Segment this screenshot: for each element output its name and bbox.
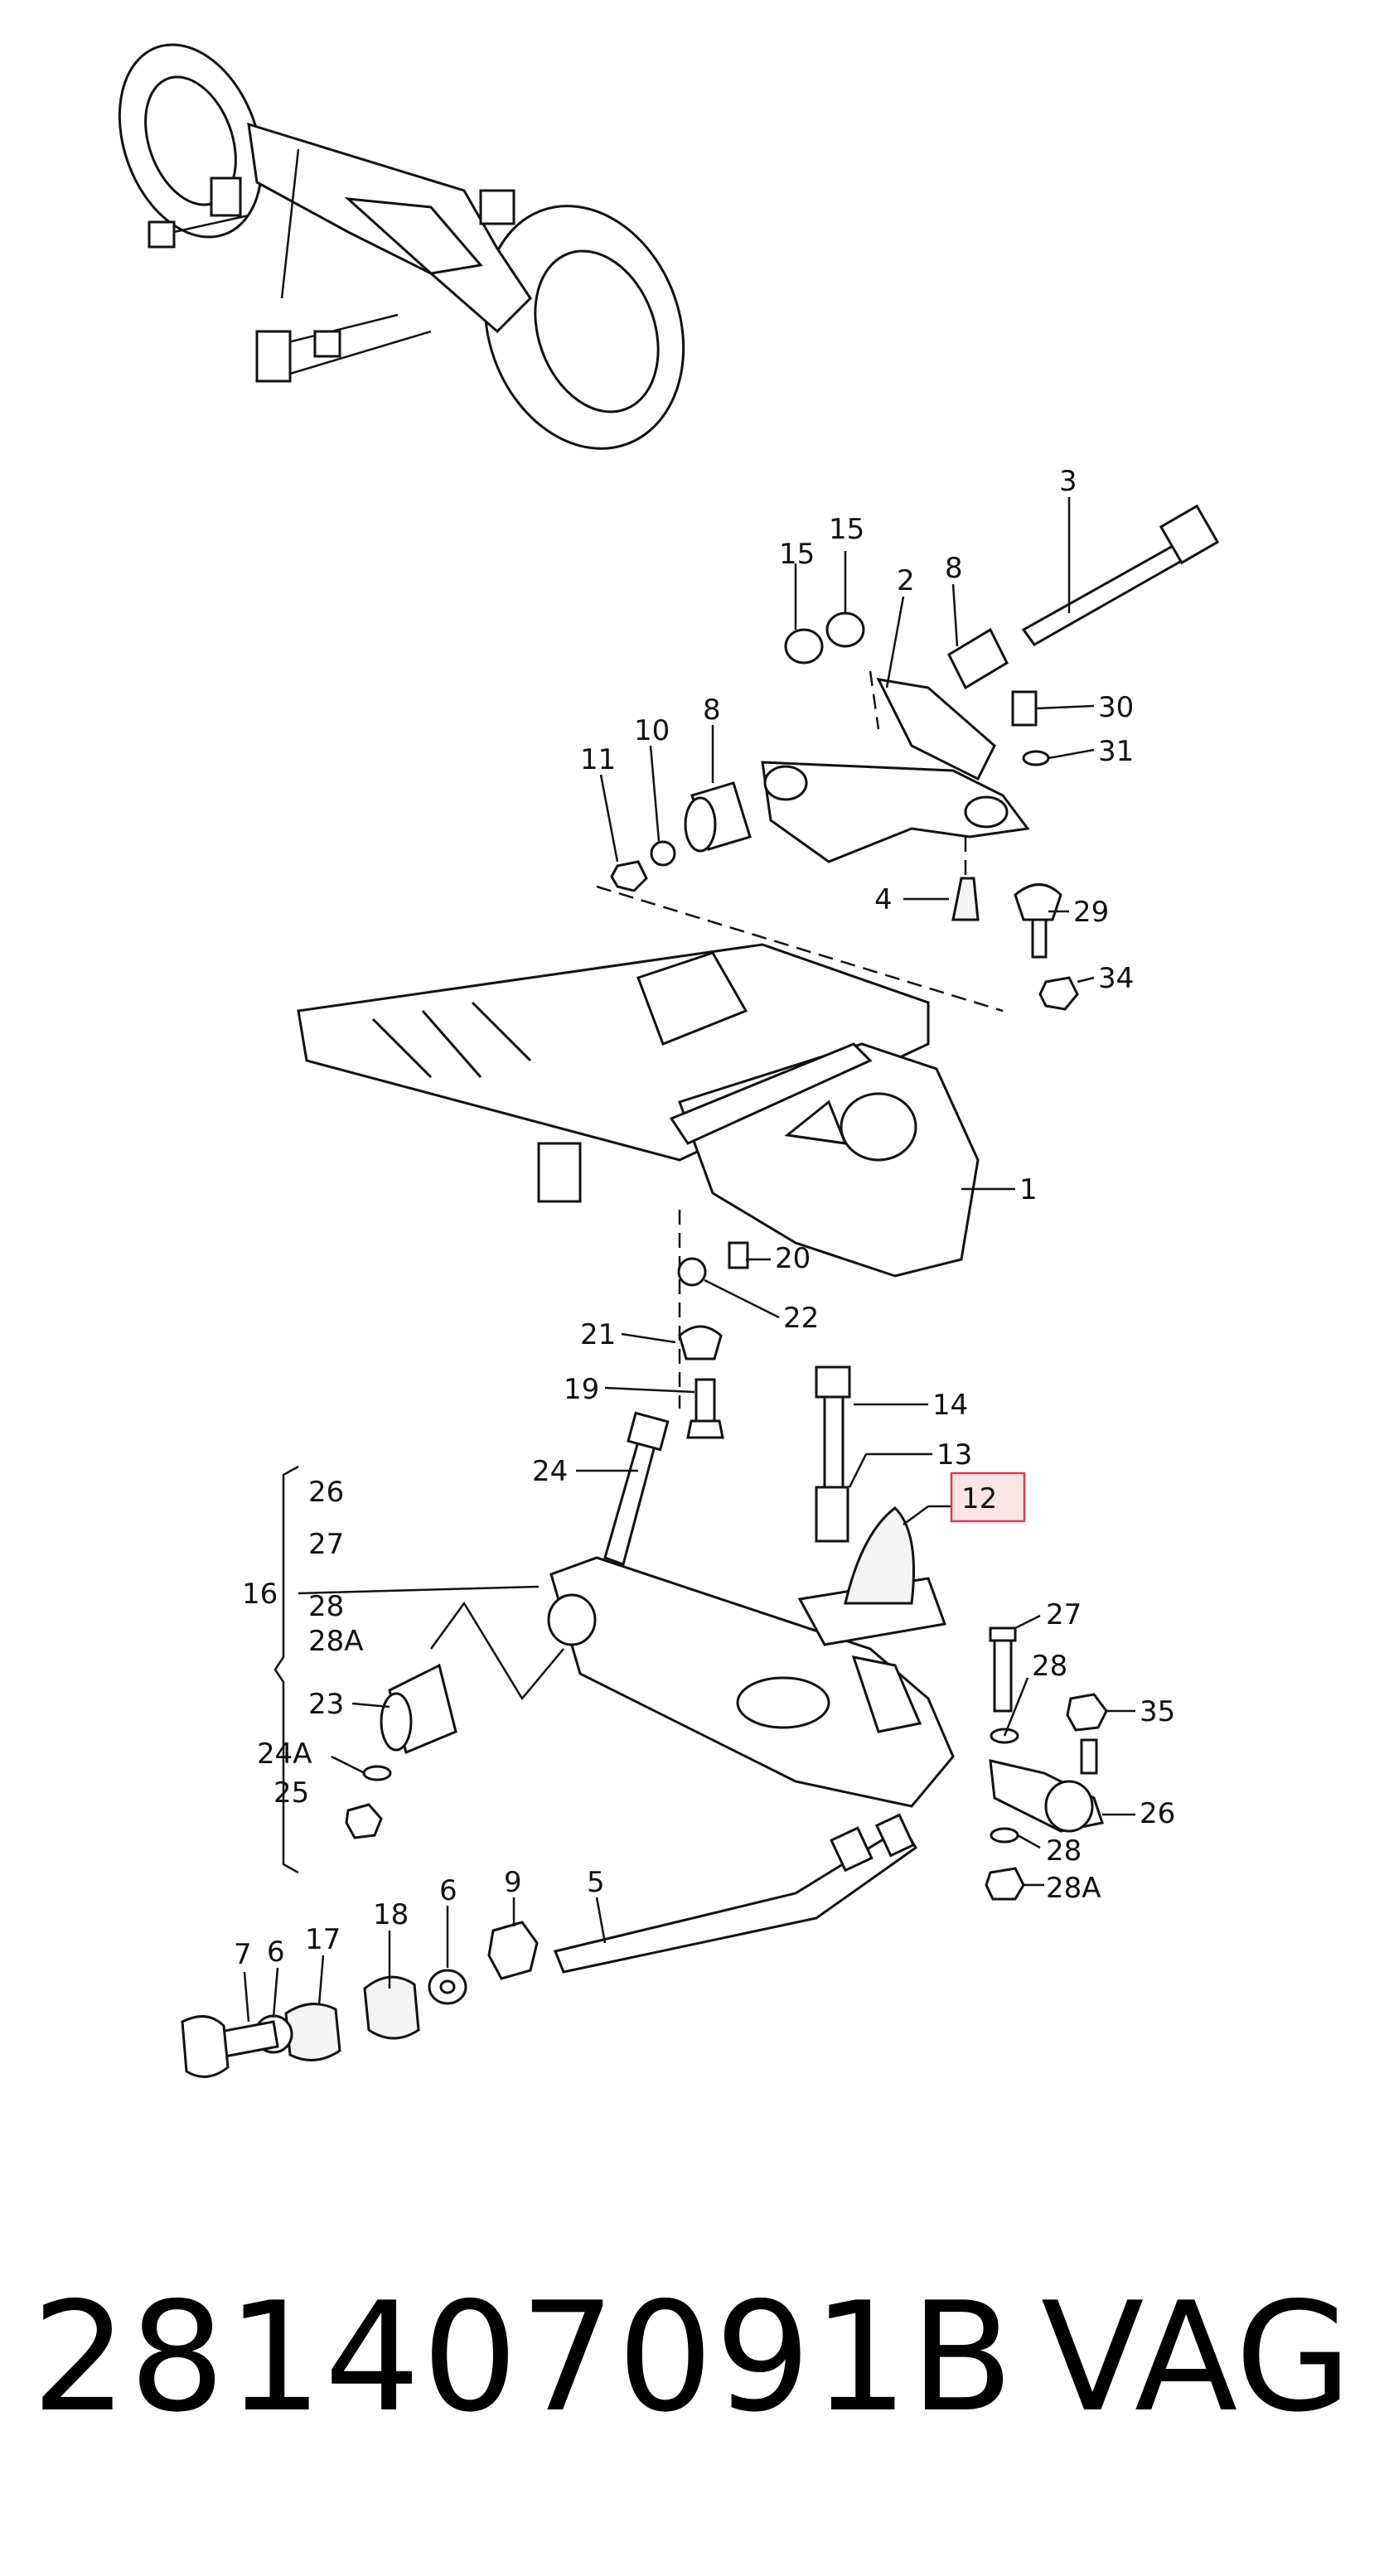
callout-22: 22: [783, 1302, 819, 1335]
highlight-box-12: [950, 1472, 1026, 1523]
brand-name: VAG: [1041, 2269, 1353, 2445]
subframe-crossmember: [297, 943, 980, 1278]
part-footer: 281407091B VAG: [31, 2274, 1374, 2440]
callout-14: 14: [932, 1389, 968, 1422]
callout-27: 27: [308, 1528, 344, 1561]
callout-9: 9: [504, 1866, 522, 1899]
callout-21: 21: [580, 1318, 616, 1351]
callout-11: 11: [580, 743, 616, 776]
callout-19: 19: [564, 1373, 599, 1406]
callout-7: 7: [234, 1938, 252, 1971]
callout-16: 16: [242, 1578, 278, 1611]
callout-26: 26: [1140, 1797, 1175, 1830]
callout-28: 28: [308, 1590, 344, 1623]
lower-arm-group: [273, 1365, 955, 1874]
callout-18: 18: [373, 1898, 409, 1931]
callout-31: 31: [1098, 735, 1134, 768]
part-number: 281407091B: [31, 2269, 1016, 2445]
callout-24: 24: [532, 1455, 568, 1488]
callout-28A: 28A: [1046, 1872, 1101, 1905]
axle-overview-illustration: [118, 43, 685, 450]
callout-4: 4: [874, 883, 893, 916]
callout-28: 28: [1032, 1650, 1067, 1683]
callout-23: 23: [308, 1688, 344, 1721]
callout-1: 1: [1019, 1173, 1038, 1206]
callout-15: 15: [829, 513, 864, 546]
callout-34: 34: [1098, 962, 1134, 995]
callout-24A: 24A: [257, 1737, 312, 1771]
ball-joint-group: [985, 1626, 1108, 1901]
callout-25: 25: [273, 1776, 309, 1810]
callout-26: 26: [308, 1476, 344, 1509]
tension-strut-group: [181, 1813, 918, 2078]
callout-27: 27: [1046, 1598, 1082, 1631]
leader-lines: [243, 497, 1135, 2023]
callout-30: 30: [1098, 691, 1134, 724]
callout-28A: 28A: [308, 1625, 364, 1658]
callout-6: 6: [439, 1874, 457, 1907]
callout-28: 28: [1046, 1834, 1082, 1868]
callout-13: 13: [936, 1438, 972, 1472]
callout-8: 8: [703, 694, 721, 727]
callout-3: 3: [1059, 465, 1077, 498]
callout-17: 17: [305, 1923, 341, 1956]
callout-10: 10: [634, 714, 670, 747]
upper-arm-group: [596, 504, 1220, 1013]
callout-12: 12: [961, 1482, 997, 1515]
fasteners-19-22: [677, 1210, 749, 1439]
callout-15: 15: [779, 538, 815, 571]
callout-labels: 3 15 15 2 8 30 31 10 8 11 4 29 34 1 20 2…: [234, 465, 1175, 1971]
callout-2: 2: [897, 564, 915, 597]
callout-29: 29: [1073, 896, 1109, 929]
callout-5: 5: [587, 1866, 605, 1899]
callout-35: 35: [1140, 1695, 1175, 1728]
callout-8: 8: [945, 552, 963, 585]
callout-6: 6: [267, 1936, 285, 1969]
callout-20: 20: [775, 1242, 811, 1275]
